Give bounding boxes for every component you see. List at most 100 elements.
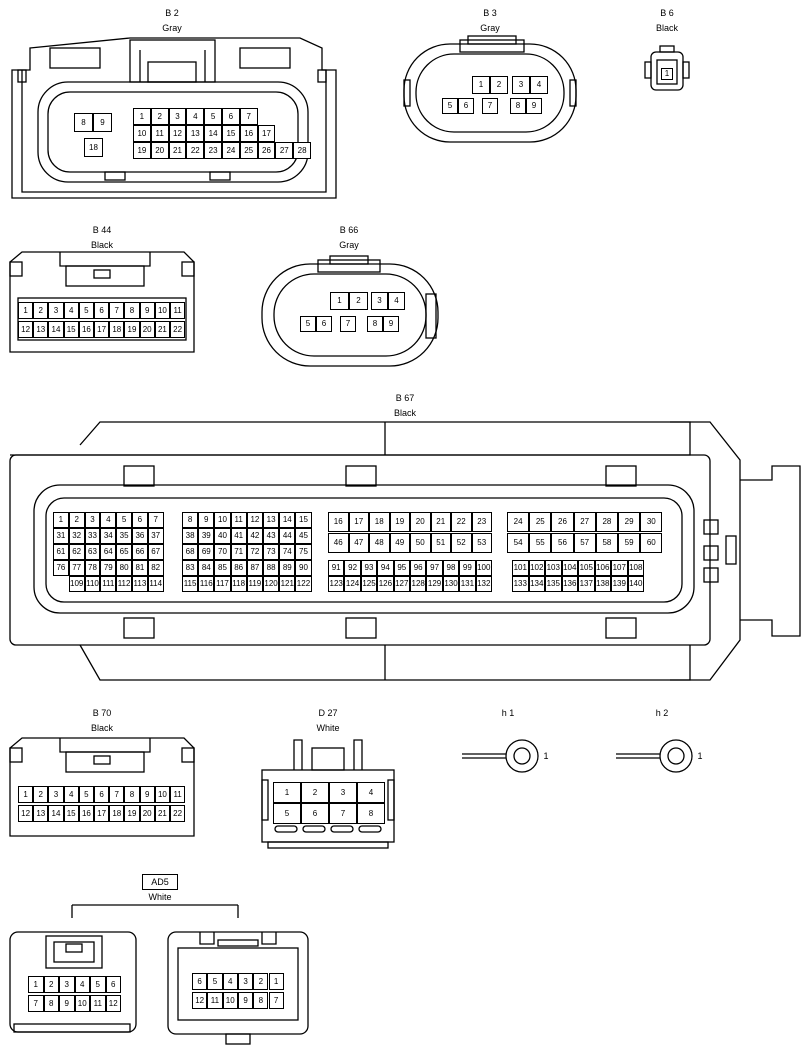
b67-pin-129: 129 xyxy=(426,576,443,592)
ad5-left-pin-4: 4 xyxy=(74,976,90,993)
ad5-right-pin-9: 9 xyxy=(237,992,254,1009)
b2-pin-19: 19 xyxy=(133,142,151,159)
b2-pin-12: 12 xyxy=(168,125,187,142)
b67-pin-4: 4 xyxy=(100,512,117,528)
b70-pin-2: 2 xyxy=(33,786,49,803)
b67-pin-9: 9 xyxy=(198,512,215,528)
b2-pin-8: 8 xyxy=(74,113,93,132)
b67-pin-13: 13 xyxy=(263,512,280,528)
b44-pin-20: 20 xyxy=(139,321,155,338)
b67-pin-51: 51 xyxy=(430,533,451,553)
b2-pin-22: 22 xyxy=(186,142,205,159)
h2-id-label: h 2 xyxy=(655,708,669,718)
d27-housing-outline xyxy=(261,739,395,849)
b67-pin-74: 74 xyxy=(279,544,296,560)
b2-pin-20: 20 xyxy=(150,142,169,159)
d27-pin-3: 3 xyxy=(329,782,357,803)
b3-pin-4: 4 xyxy=(530,76,548,94)
b6-color-label: Black xyxy=(655,23,678,33)
b70-pin-15: 15 xyxy=(63,805,79,822)
b67-pin-89: 89 xyxy=(279,560,296,576)
h2-terminal-outline xyxy=(616,739,693,773)
b67-pin-125: 125 xyxy=(360,576,378,592)
b2-pin-13: 13 xyxy=(186,125,205,142)
b67-pin-65: 65 xyxy=(116,544,132,560)
b66-pin-2: 2 xyxy=(349,292,368,310)
b3-pin-5: 5 xyxy=(442,98,458,114)
b67-pin-28: 28 xyxy=(595,512,618,532)
ad5-left-pin-5: 5 xyxy=(90,976,106,993)
b44-pin-7: 7 xyxy=(109,302,125,319)
b44-color-label: Black xyxy=(90,240,113,250)
b67-pin-24: 24 xyxy=(507,512,530,532)
b70-pin-11: 11 xyxy=(170,786,186,803)
b66-pin-9: 9 xyxy=(383,316,399,332)
ad5-left-housing-outline xyxy=(9,931,137,1033)
h1-id-label: h 1 xyxy=(501,708,515,718)
b67-pin-107: 107 xyxy=(611,560,628,576)
b70-pin-22: 22 xyxy=(170,805,186,822)
b44-pin-19: 19 xyxy=(124,321,140,338)
ad5-right-pin-1: 1 xyxy=(268,973,284,990)
b67-pin-135: 135 xyxy=(545,576,562,592)
b2-pin-9: 9 xyxy=(93,113,112,132)
ad5-right-pin-4: 4 xyxy=(222,973,238,990)
b70-pin-10: 10 xyxy=(154,786,170,803)
b3-pin-1: 1 xyxy=(472,76,490,94)
b67-pin-109: 109 xyxy=(68,576,85,592)
b70-pin-13: 13 xyxy=(33,805,49,822)
d27-color-label: White xyxy=(316,723,340,733)
d27-pin-5: 5 xyxy=(273,803,301,824)
h1-pin-label: 1 xyxy=(543,751,549,761)
b67-pin-64: 64 xyxy=(100,544,117,560)
b6-pin-1: 1 xyxy=(661,68,673,80)
b66-color-label: Gray xyxy=(339,240,359,250)
b2-color-label: Gray xyxy=(162,23,182,33)
b67-pin-119: 119 xyxy=(246,576,263,592)
b67-pin-50: 50 xyxy=(410,533,431,553)
b70-pin-17: 17 xyxy=(94,805,110,822)
b67-pin-42: 42 xyxy=(246,528,263,544)
b2-pin-7: 7 xyxy=(239,108,258,125)
b44-pin-9: 9 xyxy=(139,302,155,319)
b67-pin-26: 26 xyxy=(551,512,574,532)
b67-pin-120: 120 xyxy=(263,576,280,592)
b67-pin-66: 66 xyxy=(132,544,148,560)
ad5-color-label: White xyxy=(148,892,172,902)
b67-pin-19: 19 xyxy=(389,512,410,532)
b67-pin-85: 85 xyxy=(214,560,231,576)
b2-pin-16: 16 xyxy=(239,125,258,142)
b44-id-label: B 44 xyxy=(92,225,112,235)
b2-id-label: B 2 xyxy=(165,8,179,18)
b70-housing-outline xyxy=(9,737,195,837)
h1-terminal-outline xyxy=(462,739,539,773)
b70-color-label: Black xyxy=(90,723,113,733)
b67-pin-68: 68 xyxy=(182,544,199,560)
b67-pin-61: 61 xyxy=(53,544,69,560)
b67-pin-40: 40 xyxy=(214,528,231,544)
b2-pin-4: 4 xyxy=(186,108,205,125)
ad5-left-pin-8: 8 xyxy=(43,995,59,1012)
b44-pin-8: 8 xyxy=(124,302,140,319)
b67-pin-2: 2 xyxy=(68,512,85,528)
b2-pin-5: 5 xyxy=(204,108,222,125)
ad5-id-label: AD5 xyxy=(142,874,178,890)
b44-pin-16: 16 xyxy=(78,321,94,338)
b67-pin-94: 94 xyxy=(377,560,394,576)
b67-pin-111: 111 xyxy=(100,576,117,592)
b67-pin-58: 58 xyxy=(595,533,618,553)
b3-pin-7: 7 xyxy=(482,98,498,114)
b70-pin-1: 1 xyxy=(18,786,34,803)
b70-pin-20: 20 xyxy=(139,805,155,822)
b3-pin-3: 3 xyxy=(512,76,530,94)
b67-pin-23: 23 xyxy=(471,512,492,532)
b67-pin-102: 102 xyxy=(528,560,545,576)
b67-pin-134: 134 xyxy=(528,576,545,592)
b67-pin-35: 35 xyxy=(116,528,132,544)
b67-pin-18: 18 xyxy=(369,512,390,532)
b44-housing-outline xyxy=(9,251,195,353)
b67-pin-56: 56 xyxy=(551,533,574,553)
b67-pin-100: 100 xyxy=(475,560,492,576)
b67-pin-131: 131 xyxy=(459,576,476,592)
